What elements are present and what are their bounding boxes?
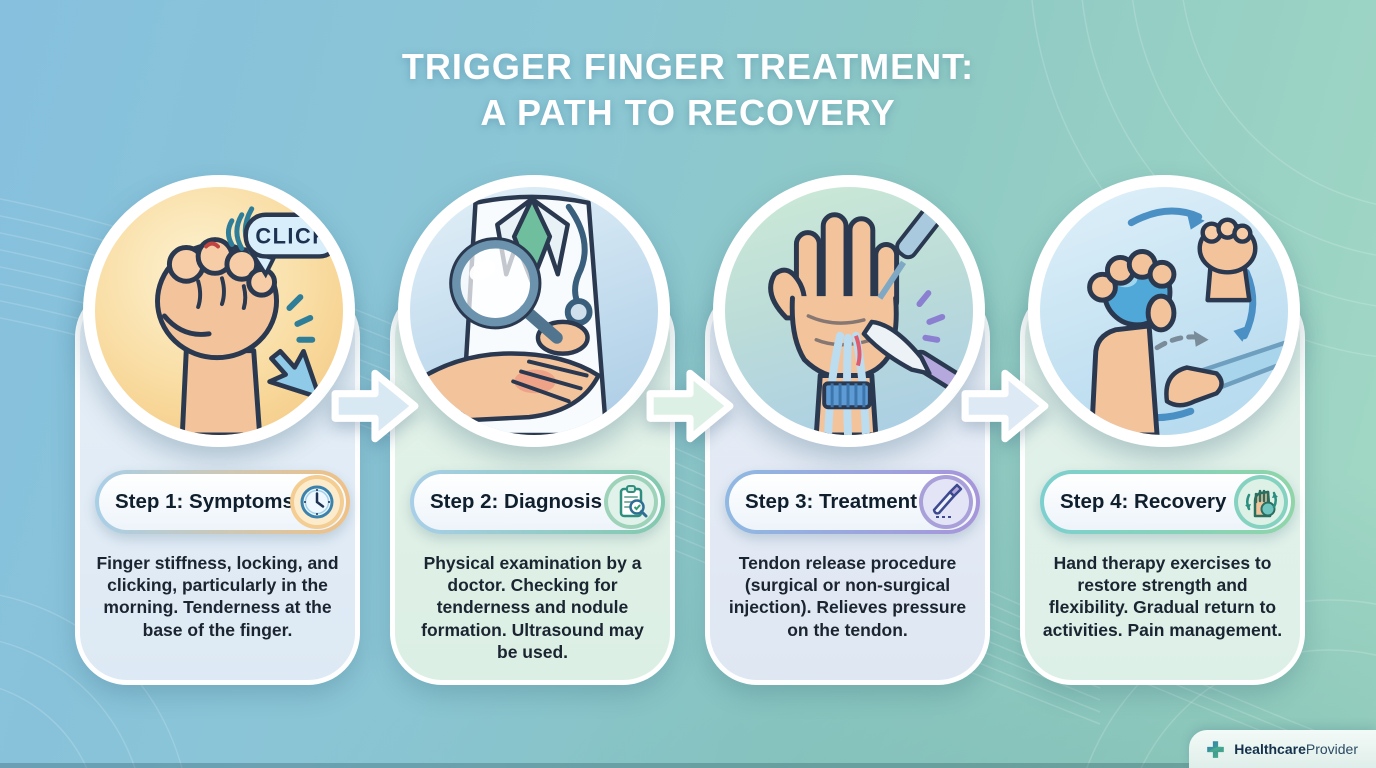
hand-exercise-icon [1238,479,1284,525]
tendon-release-illustration [768,204,968,435]
medical-cross-icon [1207,740,1225,758]
magnifier-icon [449,237,563,344]
step2-illustration-circle [398,175,670,447]
step3-description: Tendon release procedure (surgical or no… [728,553,967,640]
step-card-treatment: Step 3: Treatment Tendon release procedu… [705,175,990,685]
step3-label-pill: Step 3: Treatment [725,470,980,534]
cursor-arrow-icon [267,348,322,401]
scalpel-icon [923,479,969,525]
step-card-symptoms: CLICK Step 1: Symptoms Finger stiffness,… [75,175,360,685]
next-step-arrow-1 [329,360,421,452]
step4-description: Hand therapy exercises to restore streng… [1042,553,1283,640]
stethoscope-icon [564,203,593,326]
brand-name-regular: Provider [1305,741,1358,757]
hand-therapy-illustration [1087,207,1288,435]
scalpel-illustration-icon [861,319,968,395]
step1-label-pill: Step 1: Symptoms [95,470,350,534]
clenched-fist-illustration: CLICK [155,206,342,435]
step3-label: Step 3: Treatment [745,490,918,513]
step2-description: Physical examination by a doctor. Checki… [421,553,644,662]
step1-illustration-circle: CLICK [83,175,355,447]
next-step-arrow-2 [644,360,736,452]
brand-name: HealthcareProvider [1234,741,1358,757]
brand-footer: HealthcareProvider [1189,730,1376,768]
fist-figure [1197,217,1258,303]
tendon-band [822,381,872,410]
click-speech-bubble: CLICK [243,212,342,279]
injection-probe-icon [877,204,944,300]
page-title-line1: TRIGGER FINGER TREATMENT: [401,46,975,87]
impact-marks [916,290,946,343]
click-bubble-text: CLICK [255,224,329,249]
step-card-recovery: Step 4: Recovery Hand therapy exercises … [1020,175,1305,685]
step3-illustration-circle [713,175,985,447]
bottom-edge-strip [0,763,1376,768]
clock-icon [293,479,340,525]
step4-label-pill: Step 4: Recovery [1040,470,1295,534]
brand-name-bold: Healthcare [1234,741,1306,757]
page-title: TRIGGER FINGER TREATMENT: A PATH TO RECO… [0,44,1376,136]
step4-label: Step 4: Recovery [1060,490,1227,513]
next-step-arrow-3 [959,360,1051,452]
click-dash-marks-icon [286,294,316,343]
doctor-examining-hand-illustration [410,194,609,435]
page-title-line2: A PATH TO RECOVERY [480,92,896,134]
clipboard-magnifier-icon [608,479,654,525]
stretch-band-hand [1164,339,1288,408]
step1-description: Finger stiffness, locking, and clicking,… [96,553,339,640]
step4-illustration-circle [1028,175,1300,447]
step1-label: Step 1: Symptoms [115,490,294,513]
hand-squeezing-ball [1087,248,1177,435]
step2-label: Step 2: Diagnosis [430,490,603,513]
step-card-diagnosis: Step 2: Diagnosis Physical examination b… [390,175,675,685]
step2-label-pill: Step 2: Diagnosis [410,470,665,534]
